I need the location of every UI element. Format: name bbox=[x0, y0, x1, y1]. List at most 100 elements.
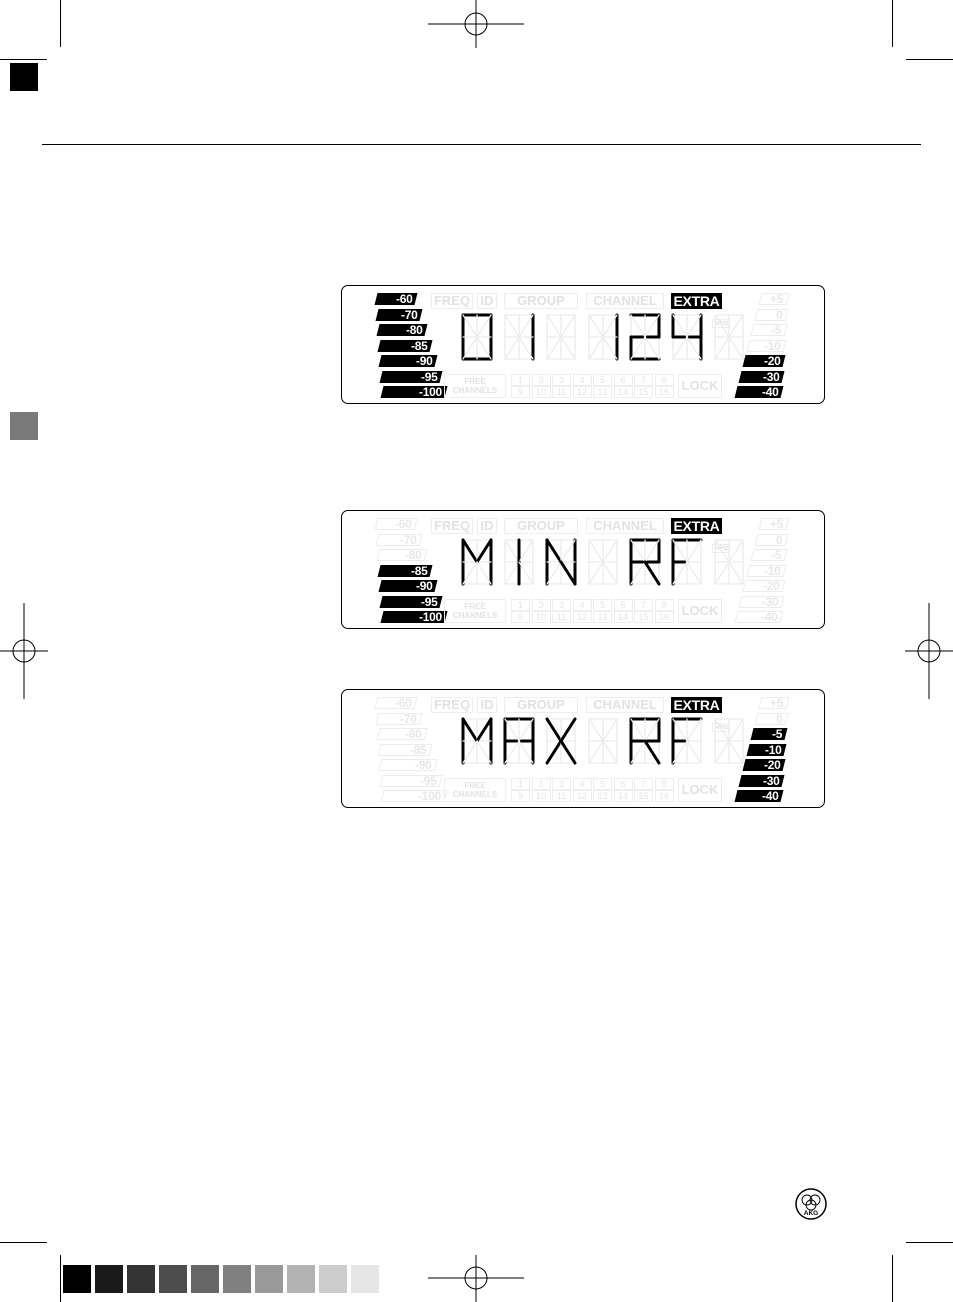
channel-cell: 15 bbox=[634, 386, 653, 398]
section-tab-gray bbox=[10, 412, 38, 440]
right-meter-bar: +5 bbox=[758, 517, 790, 531]
akg-logo-icon: AKG bbox=[795, 1188, 827, 1220]
channel-cell: 7 bbox=[634, 599, 653, 611]
right-meter-bar: -30 bbox=[738, 370, 785, 384]
group-label: GROUP bbox=[504, 293, 578, 309]
channel-cell: 1 bbox=[511, 599, 530, 611]
channel-cell: 16 bbox=[654, 386, 674, 398]
segment-character bbox=[544, 538, 578, 586]
channel-cell: 10 bbox=[531, 386, 551, 398]
left-meter-bar: -90 bbox=[378, 354, 438, 368]
color-swatch bbox=[287, 1265, 315, 1293]
left-meter-bar: -95 bbox=[379, 595, 443, 609]
segment-character bbox=[586, 538, 620, 586]
header-rule bbox=[42, 144, 921, 145]
color-swatch bbox=[191, 1265, 219, 1293]
channel-cell: 14 bbox=[613, 386, 633, 398]
crop-mark bbox=[892, 1255, 893, 1302]
id-label: ID bbox=[477, 697, 497, 713]
left-meter-bar: -95 bbox=[379, 370, 443, 384]
right-meter-bar: 0 bbox=[754, 308, 789, 322]
segment-character bbox=[460, 313, 494, 361]
channel-cell: 8 bbox=[654, 374, 674, 386]
channel-cell: 3 bbox=[552, 778, 571, 790]
channel-cell: 6 bbox=[613, 374, 633, 386]
mhz-label: MHz bbox=[712, 723, 731, 732]
color-swatch bbox=[319, 1265, 347, 1293]
segment-character bbox=[502, 313, 536, 361]
channel-cell: 9 bbox=[511, 611, 530, 623]
extra-indicator: EXTRA bbox=[671, 518, 722, 534]
freq-label: FREQ bbox=[431, 697, 473, 713]
segment-character bbox=[502, 717, 536, 765]
segment-character bbox=[628, 717, 662, 765]
channel-cell: 9 bbox=[511, 790, 530, 802]
group-label: GROUP bbox=[504, 697, 578, 713]
registration-mark-icon bbox=[428, 1255, 524, 1302]
channel-cell: 12 bbox=[572, 790, 592, 802]
channel-cell: 15 bbox=[634, 611, 653, 623]
channel-cell: 4 bbox=[572, 374, 592, 386]
color-swatch bbox=[351, 1265, 379, 1293]
channel-cell: 1 bbox=[511, 778, 530, 790]
right-meter-bar: -10 bbox=[746, 339, 787, 353]
segment-character bbox=[712, 313, 746, 361]
channel-cell: 13 bbox=[593, 611, 612, 623]
crop-mark bbox=[60, 1255, 61, 1302]
left-meter-bar: -100 bbox=[380, 789, 448, 803]
mhz-label: MHz bbox=[712, 319, 731, 328]
left-meter-bar: -100 bbox=[380, 610, 448, 624]
id-label: ID bbox=[477, 293, 497, 309]
extra-indicator: EXTRA bbox=[671, 697, 722, 713]
channel-cell: 8 bbox=[654, 778, 674, 790]
right-meter-bar: -5 bbox=[750, 727, 788, 741]
right-meter-bar: -30 bbox=[738, 595, 785, 609]
segment-character bbox=[670, 313, 704, 361]
right-meter-bar: 0 bbox=[754, 533, 789, 547]
right-meter-bar: -40 bbox=[734, 789, 784, 803]
channel-cell: 11 bbox=[552, 790, 571, 802]
left-meter-bar: -85 bbox=[377, 339, 433, 353]
channel-cell: 10 bbox=[531, 611, 551, 623]
channel-label: CHANNEL bbox=[586, 518, 664, 534]
segment-character bbox=[460, 717, 494, 765]
crop-mark bbox=[906, 1242, 953, 1243]
segment-character bbox=[586, 717, 620, 765]
color-swatch bbox=[223, 1265, 251, 1293]
mhz-label: MHz bbox=[712, 544, 731, 553]
right-meter-bar: 0 bbox=[754, 712, 789, 726]
color-swatch bbox=[95, 1265, 123, 1293]
right-meter-bar: -20 bbox=[742, 579, 786, 593]
channel-cell: 8 bbox=[654, 599, 674, 611]
crop-mark bbox=[0, 59, 47, 60]
channel-cell: 13 bbox=[593, 386, 612, 398]
color-swatch bbox=[63, 1265, 91, 1293]
channel-cell: 7 bbox=[634, 778, 653, 790]
left-meter-bar: -85 bbox=[377, 743, 433, 757]
right-meter-bar: +5 bbox=[758, 292, 790, 306]
left-meter-bar: -60 bbox=[374, 517, 418, 531]
channel-cell: 5 bbox=[593, 374, 612, 386]
extra-indicator: EXTRA bbox=[671, 293, 722, 309]
left-meter-bar: -70 bbox=[375, 712, 423, 726]
right-meter-bar: -40 bbox=[734, 610, 784, 624]
channel-cell: 14 bbox=[613, 611, 633, 623]
segment-character bbox=[502, 538, 536, 586]
right-meter-bar: -5 bbox=[750, 548, 788, 562]
id-label: ID bbox=[477, 518, 497, 534]
left-meter-bar: -60 bbox=[374, 292, 418, 306]
channel-cell: 3 bbox=[552, 374, 571, 386]
lock-label: LOCK bbox=[678, 599, 722, 623]
channel-cell: 9 bbox=[511, 386, 530, 398]
free-channels-label: FREE CHANNELS bbox=[444, 599, 506, 623]
segment-character bbox=[712, 538, 746, 586]
right-meter-bar: -40 bbox=[734, 385, 784, 399]
channel-cell: 10 bbox=[531, 790, 551, 802]
channel-label: CHANNEL bbox=[586, 697, 664, 713]
segment-character bbox=[628, 313, 662, 361]
channel-cell: 3 bbox=[531, 374, 551, 386]
segment-character bbox=[586, 313, 620, 361]
crop-mark bbox=[60, 0, 61, 47]
section-tab-black bbox=[10, 63, 38, 91]
